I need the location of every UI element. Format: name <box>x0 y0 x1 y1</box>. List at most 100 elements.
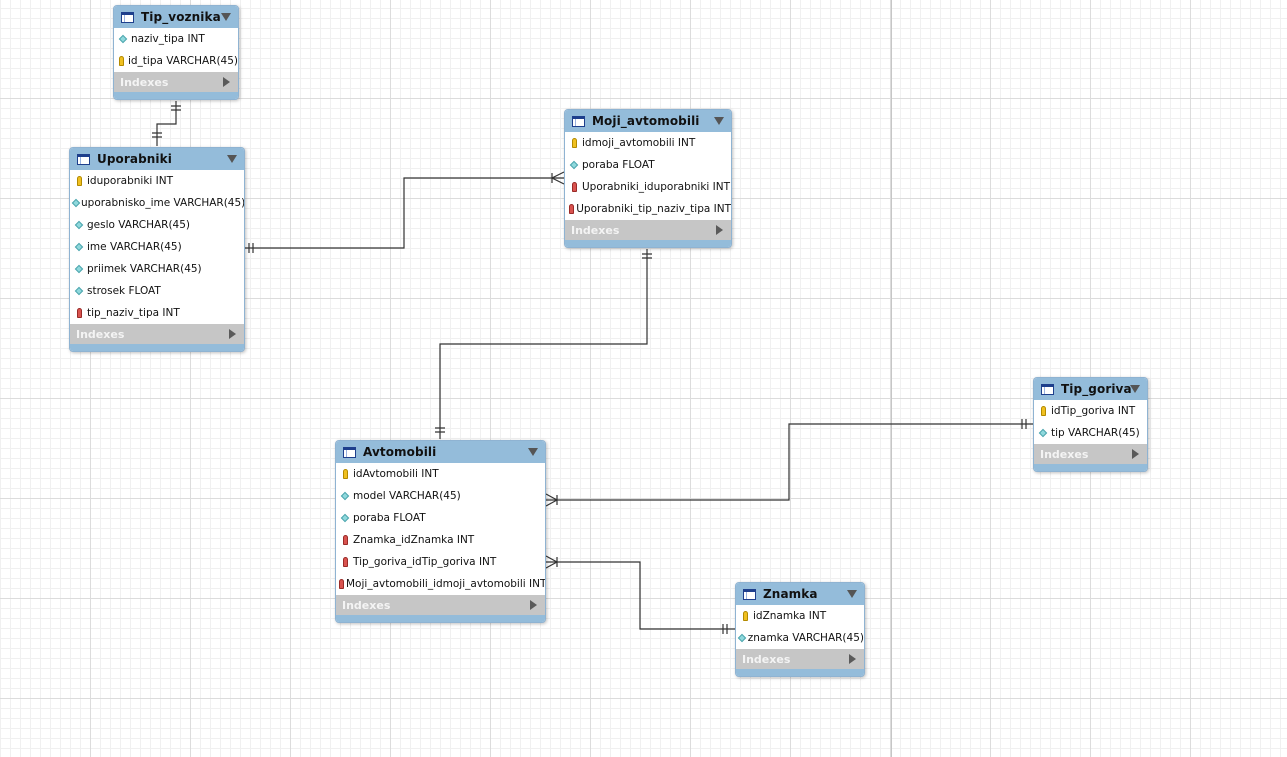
column-row[interactable]: naziv_tipa INT <box>114 28 238 50</box>
indexes-bar[interactable]: Indexes <box>336 595 545 615</box>
indexes-bar[interactable]: Indexes <box>114 72 238 92</box>
triangle-right-icon[interactable] <box>530 600 537 610</box>
column-row[interactable]: tip_naziv_tipa INT <box>70 302 244 324</box>
diamond-icon <box>71 198 81 208</box>
triangle-down-icon[interactable] <box>847 590 857 598</box>
key-icon <box>73 176 85 186</box>
column-row[interactable]: model VARCHAR(45) <box>336 485 545 507</box>
triangle-right-icon[interactable] <box>223 77 230 87</box>
rel-uporabniki-moji-avtomobili <box>245 177 564 249</box>
indexes-label: Indexes <box>742 652 791 666</box>
column-label: znamka VARCHAR(45) <box>747 632 864 644</box>
key-icon <box>568 138 580 148</box>
diamond-icon <box>117 34 129 44</box>
column-row[interactable]: poraba FLOAT <box>565 154 731 176</box>
rel-marker-one <box>171 105 181 111</box>
column-label: iduporabniki INT <box>87 175 174 187</box>
foreign-key-icon <box>339 557 351 567</box>
indexes-bar[interactable]: Indexes <box>565 220 731 240</box>
column-row[interactable]: iduporabniki INT <box>70 170 244 192</box>
rel-marker-many <box>545 555 559 569</box>
entity-footer <box>70 344 244 351</box>
rel-moji-avtomobili-avtomobili <box>439 249 648 439</box>
column-label: model VARCHAR(45) <box>353 490 461 502</box>
triangle-down-icon[interactable] <box>528 448 538 456</box>
entity-footer <box>1034 464 1147 471</box>
entity-header[interactable]: Tip_goriva <box>1034 378 1147 400</box>
triangle-down-icon[interactable] <box>227 155 237 163</box>
foreign-key-icon <box>339 535 351 545</box>
column-row[interactable]: tip VARCHAR(45) <box>1034 422 1147 444</box>
diamond-icon <box>73 242 85 252</box>
triangle-right-icon[interactable] <box>849 654 856 664</box>
column-label: naziv_tipa INT <box>131 33 205 45</box>
column-row[interactable]: Tip_goriva_idTip_goriva INT <box>336 551 545 573</box>
column-row[interactable]: id_tipa VARCHAR(45) <box>114 50 238 72</box>
column-label: idTip_goriva INT <box>1051 405 1136 417</box>
rel-marker-many <box>545 493 559 507</box>
rel-marker-one <box>642 253 652 259</box>
entity-header[interactable]: Uporabniki <box>70 148 244 170</box>
entity-footer <box>336 615 545 622</box>
page-break-line <box>891 0 892 757</box>
column-label: Moji_avtomobili_idmoji_avtomobili INT <box>346 578 546 590</box>
indexes-bar[interactable]: Indexes <box>70 324 244 344</box>
triangle-down-icon[interactable] <box>221 13 231 21</box>
column-row[interactable]: poraba FLOAT <box>336 507 545 529</box>
rel-tip-goriva-avtomobili <box>546 423 1033 501</box>
column-row[interactable]: Uporabniki_iduporabniki INT <box>565 176 731 198</box>
column-row[interactable]: priimek VARCHAR(45) <box>70 258 244 280</box>
table-icon <box>121 11 134 23</box>
column-row[interactable]: idZnamka INT <box>736 605 864 627</box>
foreign-key-icon <box>73 308 85 318</box>
indexes-label: Indexes <box>571 223 620 237</box>
column-label: poraba FLOAT <box>353 512 426 524</box>
entity-footer <box>736 669 864 676</box>
column-row[interactable]: geslo VARCHAR(45) <box>70 214 244 236</box>
column-row[interactable]: ime VARCHAR(45) <box>70 236 244 258</box>
column-row[interactable]: idTip_goriva INT <box>1034 400 1147 422</box>
key-icon <box>117 56 126 66</box>
entity-footer <box>114 92 238 99</box>
column-row[interactable]: Moji_avtomobili_idmoji_avtomobili INT <box>336 573 545 595</box>
entity-uporabniki[interactable]: Uporabniki iduporabniki INT uporabnisko_… <box>69 147 245 352</box>
entity-title: Znamka <box>763 587 818 601</box>
rel-tip-voznika-uporabniki <box>156 101 177 146</box>
column-row[interactable]: znamka VARCHAR(45) <box>736 627 864 649</box>
diamond-icon <box>1037 428 1049 438</box>
diamond-icon <box>568 160 580 170</box>
entity-header[interactable]: Znamka <box>736 583 864 605</box>
entity-header[interactable]: Moji_avtomobili <box>565 110 731 132</box>
column-row[interactable]: Uporabniki_tip_naziv_tipa INT <box>565 198 731 220</box>
key-icon <box>339 469 351 479</box>
column-label: ime VARCHAR(45) <box>87 241 182 253</box>
triangle-down-icon[interactable] <box>1130 385 1140 393</box>
entity-tip-voznika[interactable]: Tip_voznika naziv_tipa INT id_tipa VARCH… <box>113 5 239 100</box>
entity-moji-avtomobili[interactable]: Moji_avtomobili idmoji_avtomobili INT po… <box>564 109 732 248</box>
triangle-right-icon[interactable] <box>1132 449 1139 459</box>
diamond-icon <box>738 633 747 643</box>
triangle-right-icon[interactable] <box>229 329 236 339</box>
entity-header[interactable]: Tip_voznika <box>114 6 238 28</box>
indexes-bar[interactable]: Indexes <box>1034 444 1147 464</box>
entity-avtomobili[interactable]: Avtomobili idAvtomobili INT model VARCHA… <box>335 440 546 623</box>
indexes-bar[interactable]: Indexes <box>736 649 864 669</box>
entity-znamka[interactable]: Znamka idZnamka INT znamka VARCHAR(45) I… <box>735 582 865 677</box>
triangle-down-icon[interactable] <box>714 117 724 125</box>
column-label: Uporabniki_iduporabniki INT <box>582 181 731 193</box>
column-row[interactable]: idAvtomobili INT <box>336 463 545 485</box>
rel-marker-one <box>248 243 254 253</box>
entity-header[interactable]: Avtomobili <box>336 441 545 463</box>
entity-title: Avtomobili <box>363 445 437 459</box>
column-row[interactable]: Znamka_idZnamka INT <box>336 529 545 551</box>
entity-tip-goriva[interactable]: Tip_goriva idTip_goriva INT tip VARCHAR(… <box>1033 377 1148 472</box>
column-row[interactable]: uporabnisko_ime VARCHAR(45) <box>70 192 244 214</box>
column-row[interactable]: strosek FLOAT <box>70 280 244 302</box>
foreign-key-icon <box>339 579 344 589</box>
foreign-key-icon <box>568 204 574 214</box>
column-row[interactable]: idmoji_avtomobili INT <box>565 132 731 154</box>
column-label: geslo VARCHAR(45) <box>87 219 191 231</box>
triangle-right-icon[interactable] <box>716 225 723 235</box>
diamond-icon <box>73 220 85 230</box>
